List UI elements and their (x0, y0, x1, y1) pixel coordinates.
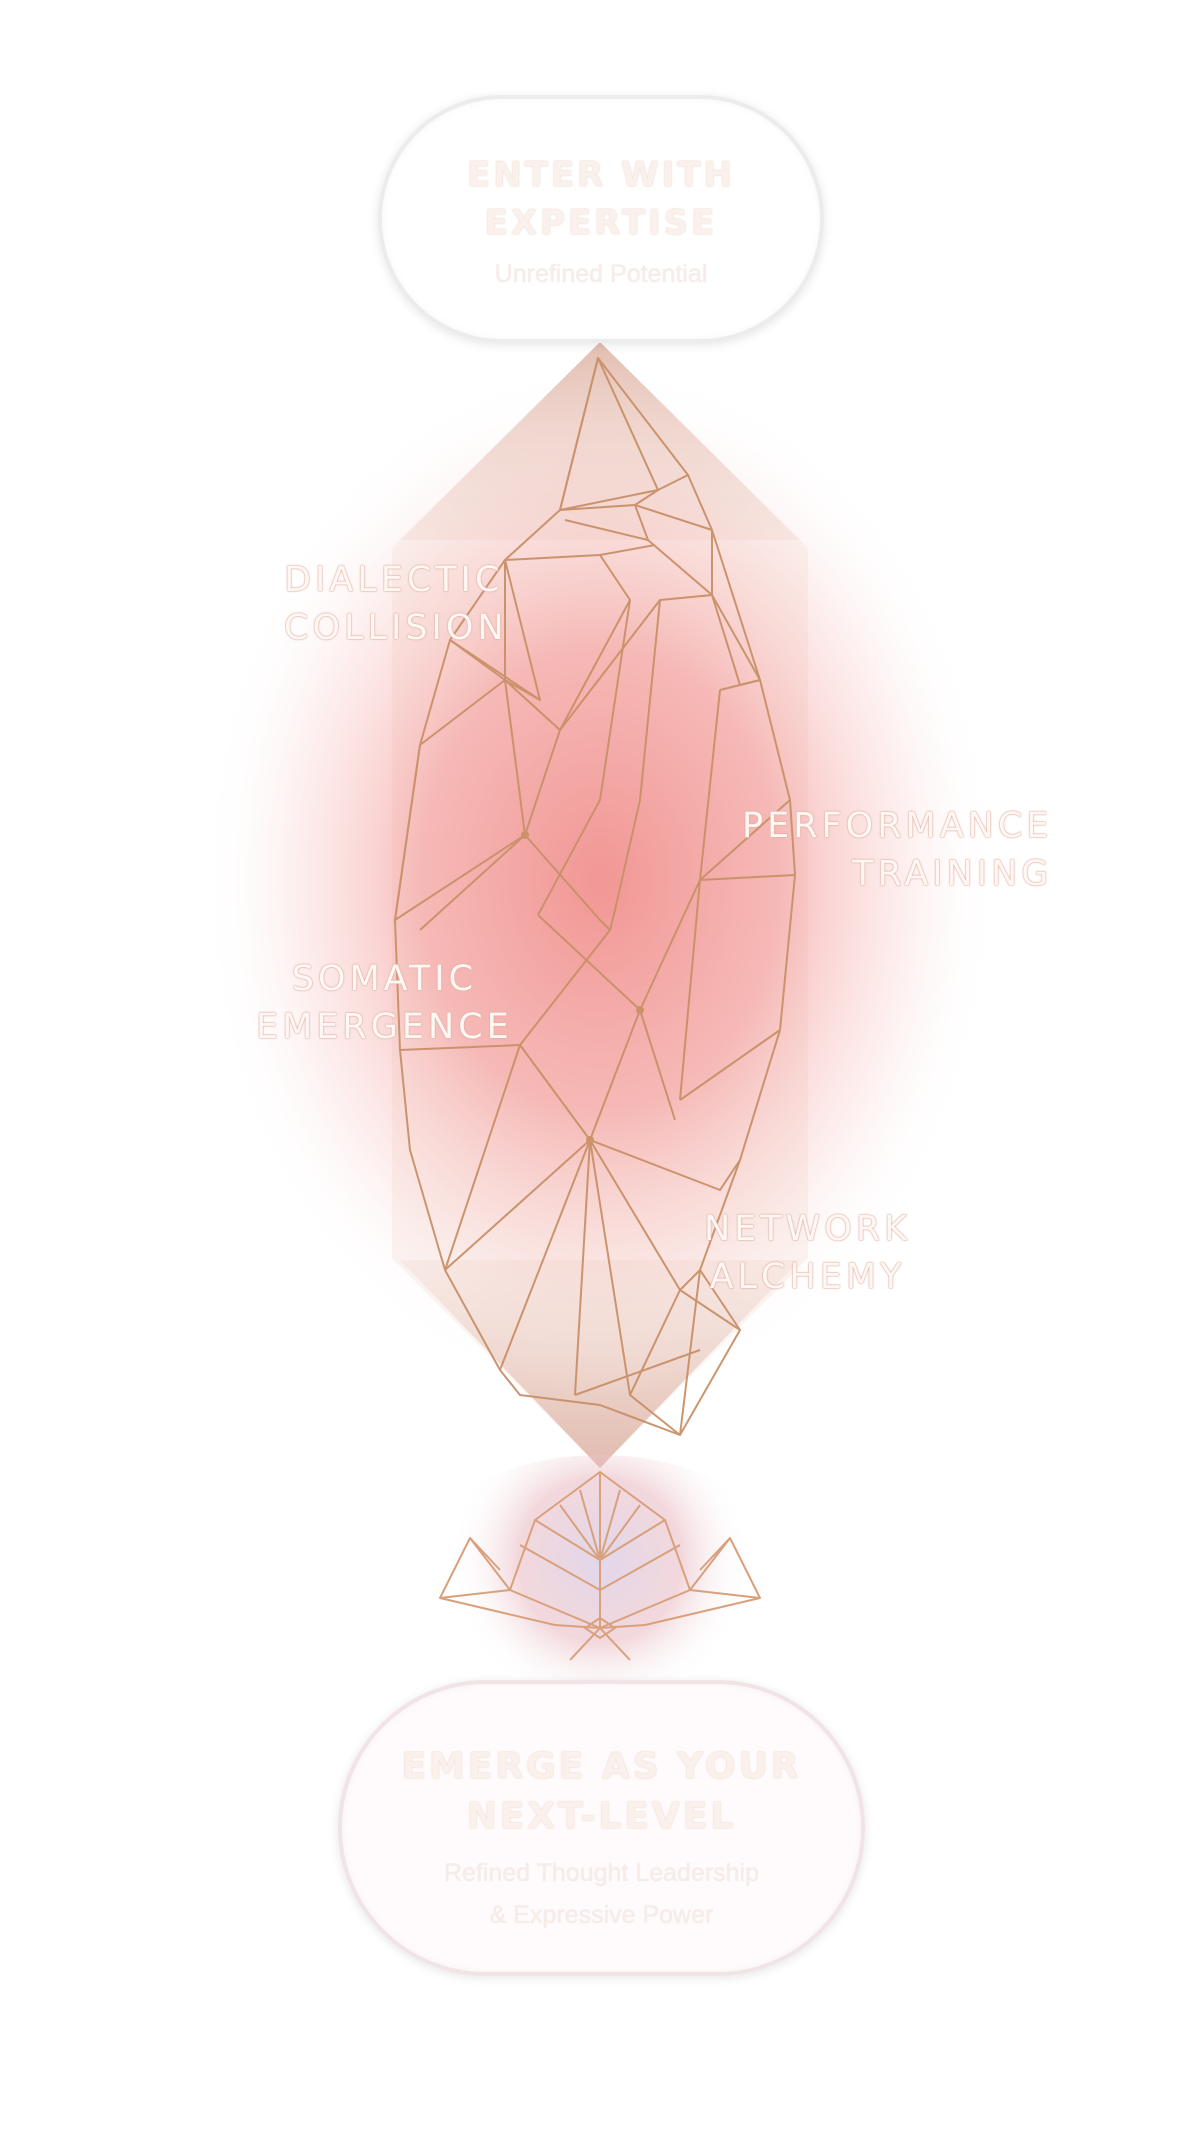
exit-title: EMERGE AS YOUR NEXT-LEVEL (401, 1746, 802, 1837)
geometric-crystal-icon (394, 357, 796, 1436)
phase-label-somatic-emergence: SOMATIC EMERGENCE (256, 959, 513, 1047)
exit-pill: EMERGE AS YOUR NEXT-LEVEL Refined Though… (338, 1680, 865, 1976)
entry-subtitle: Unrefined Potential (494, 260, 708, 288)
red-glow (160, 320, 1040, 1440)
phase-label-performance-training: PERFORMANCE TRAINING (742, 806, 1053, 894)
entry-pill: ENTER WITH EXPERTISE Unrefined Potential (378, 95, 824, 343)
geometric-lotus-icon (439, 1471, 761, 1661)
entry-title: ENTER WITH EXPERTISE (467, 155, 735, 243)
phase-label-dialectic-collision: DIALECTIC COLLISION (284, 560, 508, 648)
phase-label-network-alchemy: NETWORK ALCHEMY (704, 1209, 912, 1297)
exit-subtitle: Refined Thought Leadership & Expressive … (443, 1859, 760, 1929)
